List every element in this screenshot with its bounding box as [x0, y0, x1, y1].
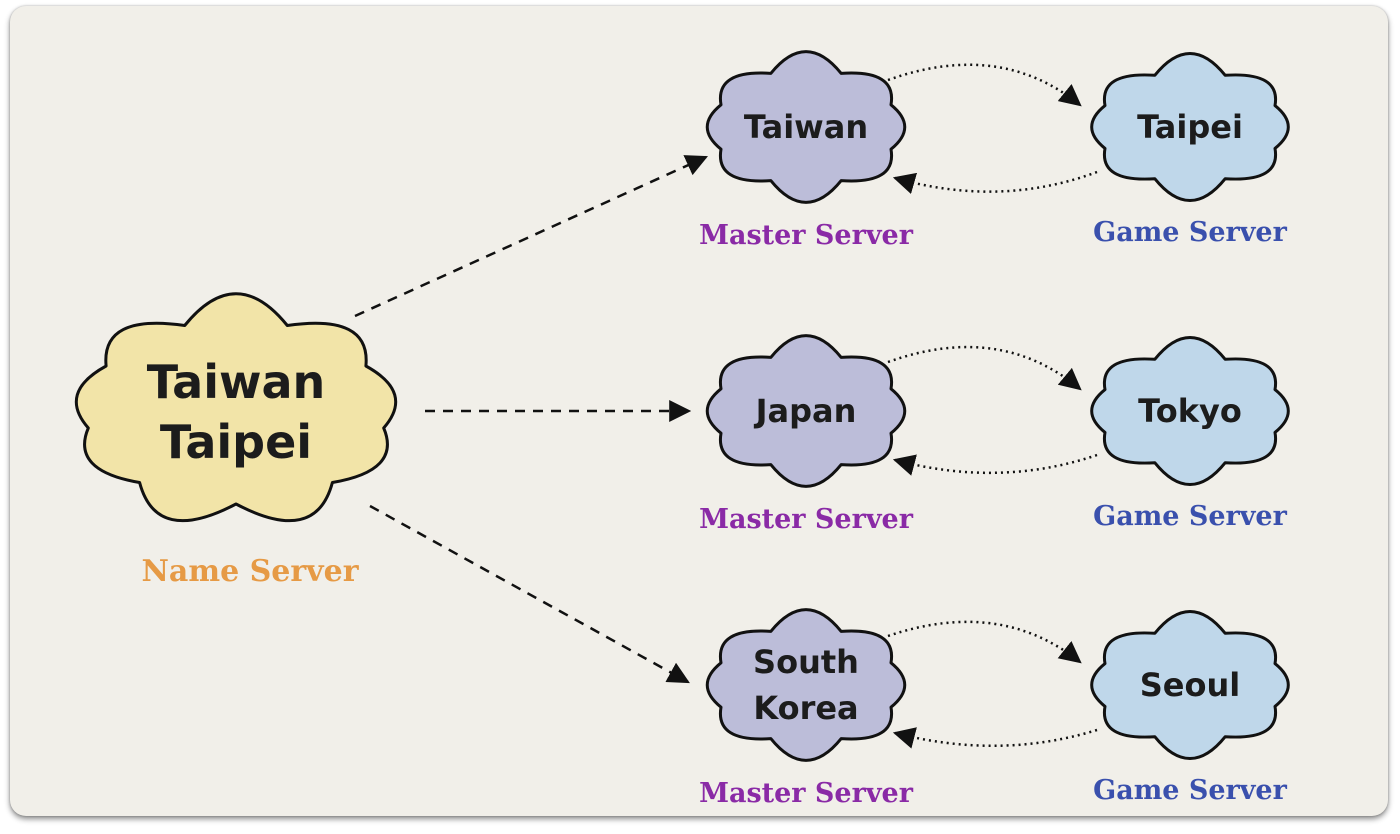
edge-game-tokyo-to-master-japan: [892, 453, 1098, 476]
master-server-cloud-1-shape: [705, 50, 907, 204]
game-server-cloud-2-caption: Game Server: [1093, 501, 1287, 532]
connectors: [354, 63, 1098, 749]
edge-master-korea-to-game-seoul: [887, 620, 1082, 664]
game-server-cloud-1-caption: Game Server: [1093, 217, 1287, 248]
master-server-cloud-3-text-line: South: [753, 643, 859, 681]
name-server-cloud-text-line: Taipei: [160, 415, 312, 469]
game-server-cloud-1-text-line: Taipei: [1137, 108, 1243, 146]
master-server-cloud-1-caption: Master Server: [699, 220, 914, 251]
edge-master-taiwan-to-game-taipei: [887, 63, 1082, 107]
edge-game-taipei-to-master-taiwan: [892, 170, 1098, 195]
edge-game-seoul-to-master-korea: [892, 727, 1098, 749]
name-server-cloud-text-line: Taiwan: [147, 355, 326, 409]
game-server-cloud-3-caption: Game Server: [1093, 775, 1287, 806]
master-server-cloud-1-text-line: Taiwan: [744, 108, 868, 146]
master-server-cloud-2-shape: [705, 334, 907, 488]
master-server-cloud-2-text-line: Japan: [754, 392, 857, 430]
edge-name-to-master-taiwan: [354, 155, 709, 318]
edge-master-japan-to-game-tokyo: [887, 345, 1082, 391]
edge-name-to-master-korea: [369, 504, 690, 684]
name-server-cloud-caption: Name Server: [141, 554, 359, 589]
game-server-cloud-2-text-line: Tokyo: [1138, 392, 1242, 430]
game-server-cloud-3-text-line: Seoul: [1140, 666, 1240, 704]
master-server-cloud-3-shape: [705, 608, 907, 762]
game-server-cloud-2-shape: [1090, 335, 1290, 487]
master-server-cloud-3-text-line: Korea: [753, 689, 858, 727]
master-server-cloud-2-caption: Master Server: [699, 504, 914, 535]
master-server-cloud-3-caption: Master Server: [699, 778, 914, 809]
game-server-cloud-1-shape: [1090, 51, 1290, 203]
game-server-cloud-3-shape: [1090, 609, 1290, 761]
name-server-cloud-shape: [74, 292, 398, 523]
